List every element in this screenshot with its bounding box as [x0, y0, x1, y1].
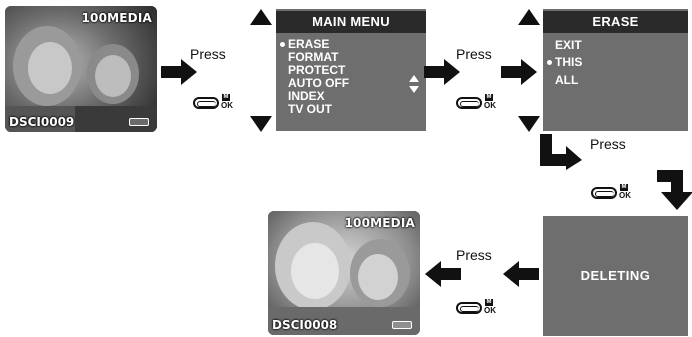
press-label: Press [590, 136, 626, 152]
right-arrow-icon [161, 59, 197, 85]
menu-item-protect[interactable]: PROTECT [288, 63, 346, 77]
press-label: Press [456, 247, 492, 263]
up-arrow-icon [518, 9, 540, 25]
bent-arrow-down-icon [657, 170, 692, 210]
down-arrow-icon [518, 116, 540, 132]
menu-item-exit[interactable]: EXIT [555, 38, 582, 52]
ok-button-icon: M OK [456, 299, 496, 315]
erase-menu-screen: ERASE EXIT THIS ALL [543, 9, 688, 131]
scroll-updown-icon [409, 75, 419, 93]
ok-button-icon: M OK [591, 184, 631, 200]
folder-label: 100MEDIA [81, 11, 152, 25]
deleting-text: DELETING [580, 268, 651, 283]
battery-icon [129, 118, 149, 126]
selection-bullet-icon [547, 60, 552, 65]
menu-item-auto-off[interactable]: AUTO OFF [288, 76, 350, 90]
photo-thumbnail-end: 100MEDIA DSCI0008 [268, 211, 420, 335]
up-arrow-icon [250, 9, 272, 25]
left-arrow-icon [425, 261, 461, 287]
right-arrow-icon [424, 59, 460, 85]
bent-arrow-right-icon [540, 134, 582, 170]
menu-item-all[interactable]: ALL [555, 73, 579, 87]
press-label: Press [456, 46, 492, 62]
menu-item-erase[interactable]: ERASE [288, 37, 330, 51]
deleting-screen: DELETING [543, 216, 688, 336]
down-arrow-icon [250, 116, 272, 132]
left-arrow-icon [503, 261, 539, 287]
folder-label: 100MEDIA [344, 216, 415, 230]
menu-item-index[interactable]: INDEX [288, 89, 325, 103]
file-label: DSCI0008 [272, 318, 338, 332]
photo-thumbnail-start: 100MEDIA DSCI0009 [5, 6, 157, 132]
battery-icon [392, 321, 412, 329]
menu-item-this[interactable]: THIS [555, 55, 583, 69]
main-menu-screen: MAIN MENU ERASE FORMAT PROTECT AUTO OFF … [276, 9, 426, 131]
ok-button-icon: M OK [456, 94, 496, 110]
ok-button-icon: M OK [193, 94, 233, 110]
photo-image-start [5, 6, 157, 132]
main-menu-title: MAIN MENU [276, 11, 426, 33]
right-arrow-icon [501, 59, 537, 85]
selection-bullet-icon [280, 42, 285, 47]
erase-menu-title: ERASE [543, 11, 688, 33]
file-label: DSCI0009 [9, 115, 75, 129]
menu-item-format[interactable]: FORMAT [288, 50, 339, 64]
press-label: Press [190, 46, 226, 62]
menu-item-tv-out[interactable]: TV OUT [288, 102, 332, 116]
